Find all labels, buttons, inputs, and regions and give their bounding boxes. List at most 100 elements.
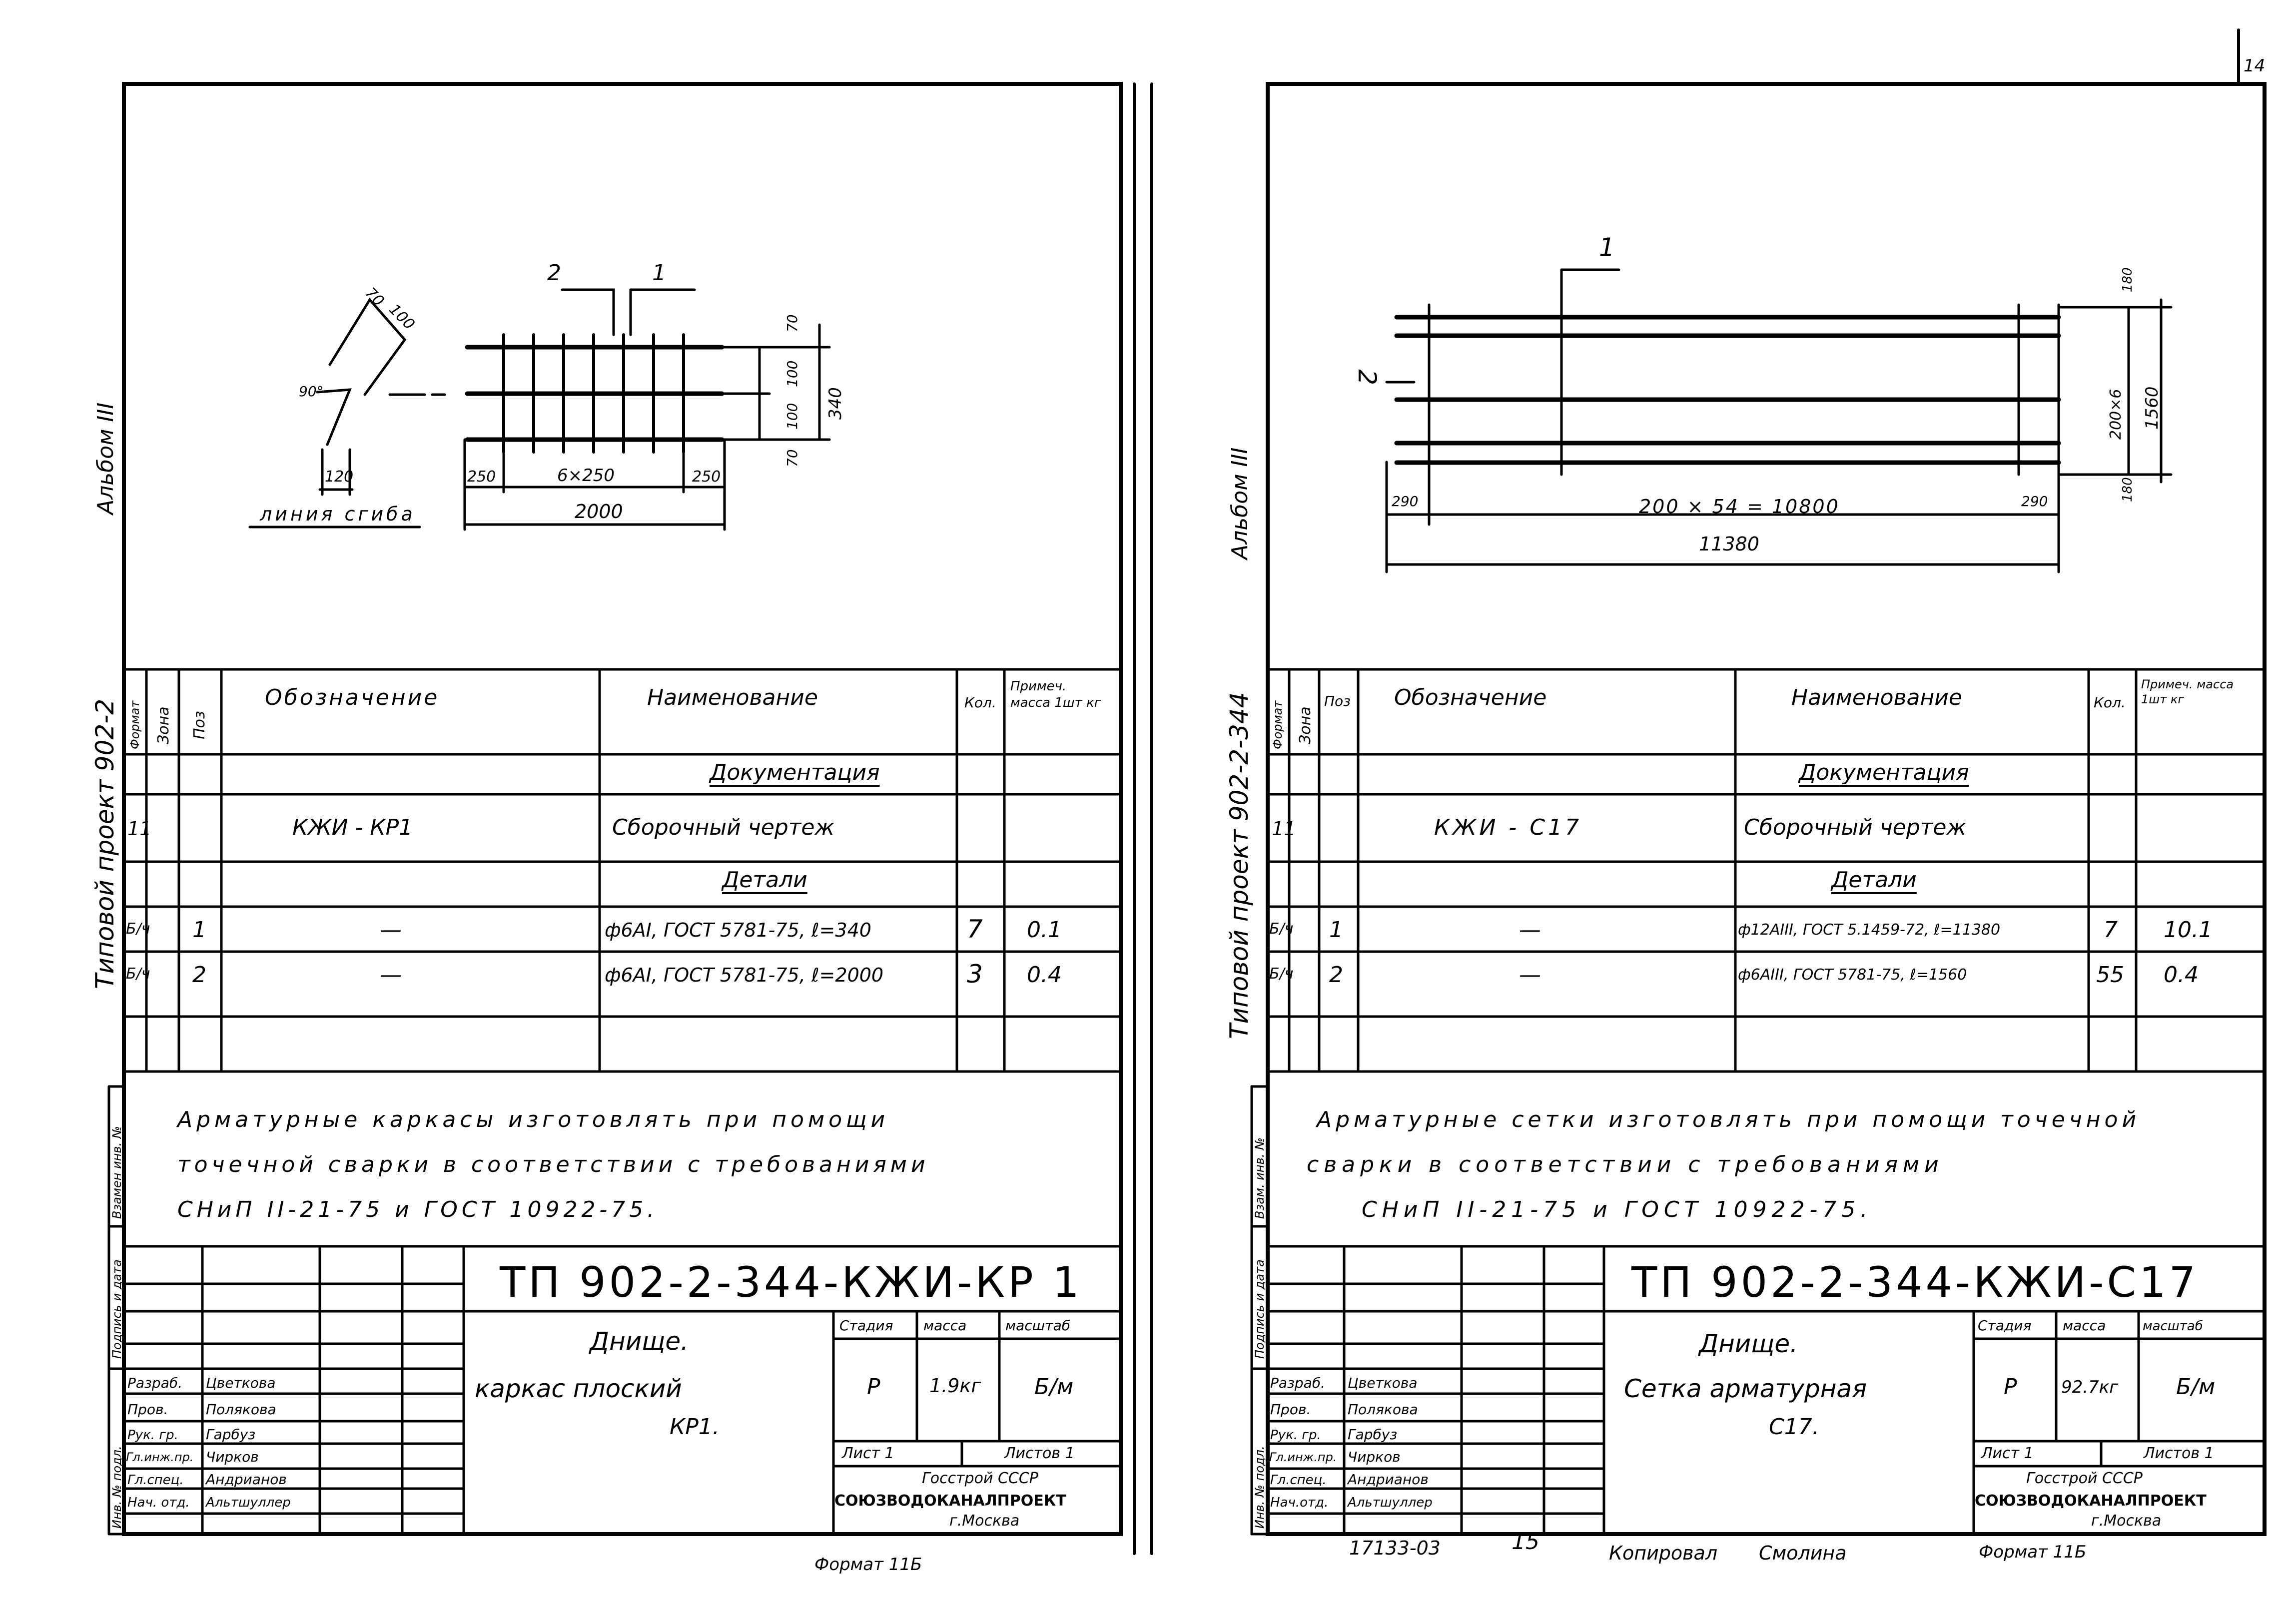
stamp-org: СОЮЗВОДОКАНАЛПРОЕКТ (1975, 1492, 2207, 1510)
row-name: ф6АIII, ГОСТ 5781-75, ℓ=1560 (1738, 966, 1967, 984)
stamp-role: Гл.спец. (1270, 1473, 1327, 1488)
footer-inventory-number: 17133-03 (1349, 1537, 1441, 1559)
stamp-person: Чирков (1348, 1449, 1401, 1465)
stamp-person: Полякова (1348, 1401, 1418, 1418)
row-designation: — (380, 962, 402, 988)
table-header-name: Наименование (647, 685, 818, 710)
row-qty: 55 (2096, 962, 2124, 988)
stamp-side-label: Взам. инв. № (1253, 1137, 1267, 1219)
stamp-header-mass: масса (923, 1317, 967, 1334)
row-pos: 1 (192, 917, 206, 943)
side-label-project: Типовой проект 902-2-344 (1225, 692, 1254, 1039)
stamp-sheets: Листов 1 (2144, 1445, 2214, 1462)
stamp-mass: 92.7кг (2061, 1377, 2119, 1397)
stamp-person: Цветкова (1348, 1375, 1418, 1391)
row-format: 11 (127, 818, 152, 840)
row-name: ф6АI, ГОСТ 5781-75, ℓ=340 (605, 919, 871, 941)
note-line: СНиП II-21-75 и ГОСТ 10922-75. (177, 1197, 659, 1222)
row-mass: 0.4 (1027, 962, 1062, 988)
row-designation: КЖИ - КР1 (292, 815, 413, 840)
row-designation: КЖИ - С17 (1434, 815, 1582, 840)
stamp-mass: 1.9кг (929, 1375, 981, 1397)
stamp-person: Альтшуллер (1348, 1495, 1433, 1510)
callout-number: 1 (1599, 233, 1615, 262)
stamp-side-label: Инв. № подл. (110, 1446, 124, 1529)
stamp-org: Госстрой СССР (922, 1470, 1038, 1487)
row-format: Б/ч (126, 920, 150, 938)
drawing-code: ТП 902-2-344-КЖИ-КР 1 (500, 1258, 1082, 1307)
dim-label: 100 (784, 360, 800, 387)
stamp-person: Андрианов (206, 1471, 287, 1488)
stamp-sheet: Лист 1 (1981, 1445, 2034, 1462)
row-pos: 2 (1329, 962, 1343, 988)
row-pos: 2 (192, 962, 206, 988)
row-name: ф6АI, ГОСТ 5781-75, ℓ=2000 (605, 964, 884, 986)
side-label-project: Типовой проект 902-2 (90, 698, 119, 989)
table-header-pos: Поз (191, 711, 208, 739)
note-line: СНиП II-21-75 и ГОСТ 10922-75. (1362, 1197, 1873, 1222)
stamp-role: Гл.инж.пр. (126, 1450, 194, 1464)
title-name: Днище. (1699, 1329, 1798, 1358)
dim-label: 120 (325, 468, 354, 486)
stamp-side-label: Инв. № подл. (1253, 1446, 1267, 1529)
dim-label: 70 (784, 449, 800, 467)
stamp-person: Гарбуз (206, 1426, 256, 1443)
table-header-zone: Зона (1297, 706, 1314, 744)
stamp-side-label: Подпись и дата (1253, 1259, 1267, 1359)
dim-label: 6×250 (557, 466, 615, 486)
stamp-person: Чирков (206, 1449, 259, 1465)
title-name: каркас плоский (475, 1374, 682, 1403)
callout-number: 2 (1352, 369, 1382, 385)
stamp-scale: Б/м (2176, 1374, 2216, 1400)
row-qty: 7 (967, 915, 983, 944)
note-line: сварки в соответствии с требованиями (1307, 1152, 1944, 1177)
dim-label: 180 (2120, 267, 2135, 292)
note-line: Арматурные каркасы изготовлять при помощ… (177, 1107, 889, 1132)
dim-label: 180 (2120, 477, 2135, 502)
section-parts: Детали (1831, 867, 1917, 893)
footer-copier-name: Смолина (1759, 1542, 1847, 1564)
stamp-org: СОЮЗВОДОКАНАЛПРОЕКТ (834, 1492, 1066, 1510)
stamp-header-stage: Стадия (839, 1317, 893, 1334)
table-header-zone: Зона (155, 706, 172, 744)
title-name: С17. (1769, 1414, 1819, 1440)
dim-label: 200 × 54 = 10800 (1639, 496, 1840, 518)
footer-format: Формат 11Б (1979, 1542, 2087, 1562)
footer-copied-label: Копировал (1609, 1542, 1718, 1564)
side-label-album: Альбом III (1227, 447, 1253, 559)
dim-label: 70 (784, 314, 800, 332)
table-header-designation: Обозначение (265, 685, 440, 710)
row-designation: — (1519, 917, 1541, 943)
dim-label: 100 (784, 403, 800, 430)
title-name: КР1. (670, 1414, 720, 1440)
footer-sheet-number: 15 (1512, 1529, 1539, 1555)
stamp-person: Полякова (206, 1401, 276, 1418)
table-header-qty: Кол. (2094, 694, 2126, 711)
dim-label: 290 (2021, 493, 2048, 510)
stamp-role: Пров. (1270, 1401, 1311, 1418)
drawing-code: ТП 902-2-344-КЖИ-С17 (1631, 1258, 2199, 1307)
table-header-format: Формат (1271, 700, 1285, 749)
row-name: ф12АIII, ГОСТ 5.1459-72, ℓ=11380 (1738, 921, 2001, 939)
row-qty: 7 (2104, 917, 2118, 943)
stamp-person: Альтшуллер (206, 1495, 291, 1510)
stamp-stage: Р (2004, 1374, 2017, 1400)
footer-format: Формат 11Б (814, 1555, 922, 1575)
stamp-role: Пров. (127, 1401, 168, 1418)
table-header-format: Формат (128, 700, 142, 749)
stamp-header-scale: масштаб (2143, 1319, 2203, 1334)
table-header-designation: Обозначение (1394, 685, 1547, 710)
dim-label: 250 (692, 468, 721, 486)
section-parts: Детали (722, 867, 807, 893)
stamp-org: Госстрой СССР (2026, 1470, 2143, 1487)
stamp-role: Разраб. (1270, 1375, 1326, 1391)
stamp-person: Андрианов (1348, 1471, 1429, 1488)
stamp-role: Гл.инж.пр. (1269, 1450, 1337, 1464)
row-format: Б/ч (1269, 965, 1294, 983)
table-header-note: Примеч. масса 1шт кг (2141, 677, 2234, 706)
stamp-org: г.Москва (949, 1512, 1020, 1530)
stamp-header-scale: масштаб (1005, 1317, 1071, 1334)
table-header-name: Наименование (1791, 685, 1962, 710)
